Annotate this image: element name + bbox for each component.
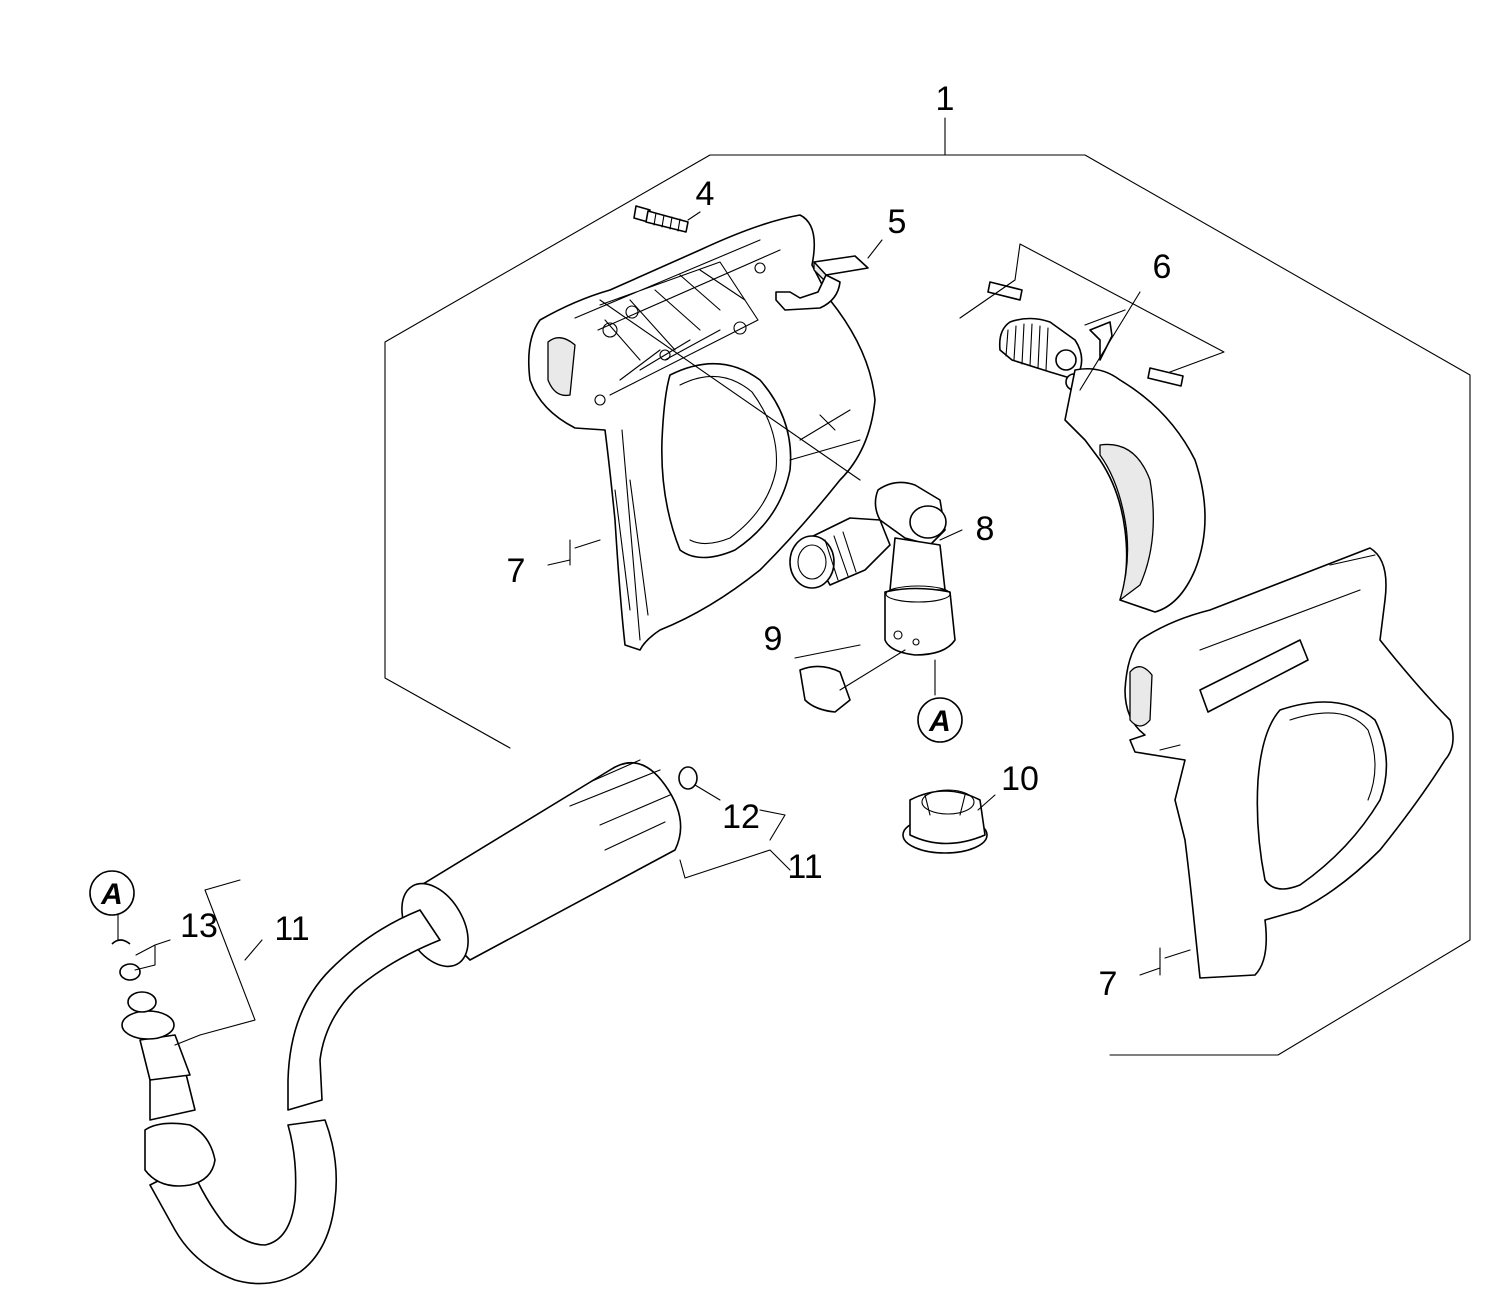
label-8: 8 [976, 510, 995, 548]
marker-a-upper-text: A [928, 705, 951, 738]
label-11-right: 11 [787, 848, 822, 886]
bushing-part [902, 789, 988, 854]
retaining-clip [794, 644, 906, 713]
item-labels: 1 4 5 6 7 8 9 10 12 11 7 13 11 [180, 80, 1171, 1003]
label-1: 1 [936, 80, 955, 118]
label-12: 12 [722, 798, 760, 836]
label-13: 13 [180, 907, 218, 945]
screw-part [633, 205, 689, 233]
reference-marker-a-lower: A [89, 870, 135, 916]
right-handle-shell: KÄRCHER [1124, 547, 1454, 979]
trigger-part [775, 255, 869, 311]
assembly-boundary [384, 117, 1471, 1056]
left-handle-shell [527, 214, 876, 651]
label-7-right: 7 [1099, 965, 1118, 1003]
label-9: 9 [764, 620, 783, 658]
marker-a-lower-text: A [100, 878, 123, 911]
label-5: 5 [888, 203, 907, 241]
label-11-left: 11 [274, 910, 309, 948]
label-7-left: 7 [507, 552, 526, 590]
o-ring-part [678, 766, 698, 790]
leader-lines [117, 211, 1225, 1046]
lever-assembly [987, 281, 1206, 613]
elbow-connector [789, 481, 956, 656]
hose-assembly [111, 759, 682, 1285]
label-10: 10 [1001, 760, 1039, 798]
label-4: 4 [696, 175, 715, 213]
reference-marker-a-upper: A [917, 697, 963, 743]
label-6: 6 [1153, 248, 1172, 286]
